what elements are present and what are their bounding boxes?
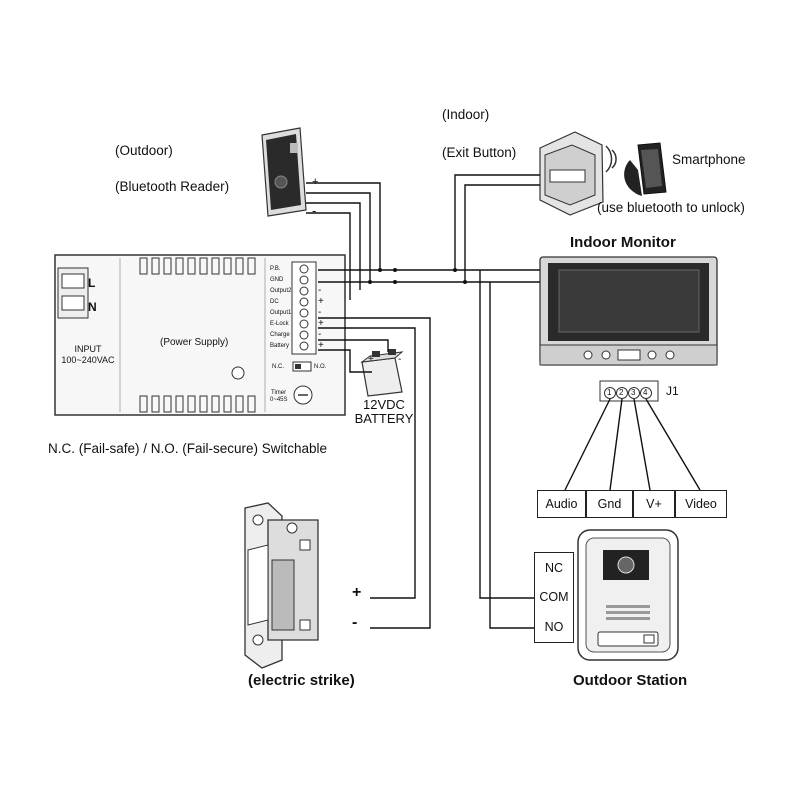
timer-label: Timer: [271, 390, 287, 396]
terminal-battery: Battery: [270, 343, 290, 349]
j1-pin-1: 1: [607, 388, 612, 397]
relay-no: NO: [534, 612, 574, 643]
smartphone-label: Smartphone: [672, 152, 746, 167]
charge-minus-sign: -: [318, 329, 322, 340]
signal-video: Video: [675, 490, 727, 518]
j1-pin-3: 3: [631, 388, 636, 397]
outdoor-station-device: [577, 529, 679, 661]
terminal-output1: Output1: [270, 310, 292, 316]
no-switch-label: N.O.: [314, 364, 327, 370]
smartphone-device: [605, 142, 667, 196]
battery-term-minus: -: [398, 354, 402, 365]
terminal-gnd: GND: [270, 277, 284, 283]
terminal-dc: DC: [270, 299, 279, 305]
indoor-monitor-device: [539, 256, 718, 366]
ac-l-label: L: [88, 276, 96, 290]
indoor-monitor-label: Indoor Monitor: [570, 234, 676, 251]
signal-audio: Audio: [537, 490, 586, 518]
bluetooth-reader-label: (Bluetooth Reader): [115, 179, 230, 194]
dc-plus-sign: +: [318, 296, 324, 307]
bluetooth-unlock-label: (use bluetooth to unlock): [597, 200, 745, 215]
signal-gnd: Gnd: [586, 490, 633, 518]
terminal-output2: Output2: [270, 288, 292, 294]
power-supply-unit: [54, 254, 346, 416]
ac-n-label: N: [88, 300, 97, 314]
input-label: INPUT: [74, 344, 102, 354]
bluetooth-reader: [261, 127, 307, 217]
timer-range-label: 0~45S: [270, 397, 288, 403]
dc-minus-sign: -: [318, 285, 322, 296]
elock-minus-sign: -: [318, 307, 322, 318]
j1-connector: [599, 380, 659, 402]
terminal-pb: P.B.: [270, 266, 281, 272]
signal-vplus: V+: [633, 490, 675, 518]
nc-switch-label: N.C.: [272, 364, 284, 370]
indoor-label: (Indoor): [442, 107, 490, 122]
elock-plus-sign: +: [318, 318, 324, 329]
power-supply-label: (Power Supply): [160, 337, 229, 348]
switchable-note: N.C. (Fail-safe) / N.O. (Fail-secure) Sw…: [48, 441, 328, 456]
battery-label: BATTERY: [354, 411, 414, 426]
battery-term-plus: +: [368, 354, 374, 365]
relay-com: COM: [534, 582, 574, 612]
j1-label: J1: [666, 384, 679, 398]
reader-plus-sign: +: [312, 176, 319, 188]
input-voltage-label: 100~240VAC: [61, 355, 115, 365]
j1-pin-2: 2: [619, 388, 624, 397]
terminal-elock: E-Lock: [270, 321, 289, 327]
wires: [306, 174, 701, 629]
outdoor-station-label: Outdoor Station: [573, 672, 688, 689]
j1-pin-4: 4: [643, 388, 648, 397]
exit-button-device: [539, 131, 604, 216]
outdoor-label: (Outdoor): [115, 143, 173, 158]
terminal-charge: Charge: [270, 332, 290, 338]
exit-button-label: (Exit Button): [442, 145, 517, 160]
electric-strike-label: (electric strike): [248, 672, 355, 689]
reader-minus-sign: -: [312, 203, 317, 218]
strike-minus-sign: -: [352, 614, 358, 631]
battery-plus-sign: +: [318, 340, 324, 351]
strike-plus-sign: +: [352, 584, 362, 601]
battery-voltage-label: 12VDC: [363, 397, 405, 412]
battery-device: [360, 349, 404, 397]
relay-nc: NC: [534, 552, 574, 583]
electric-strike-device: [244, 502, 319, 669]
